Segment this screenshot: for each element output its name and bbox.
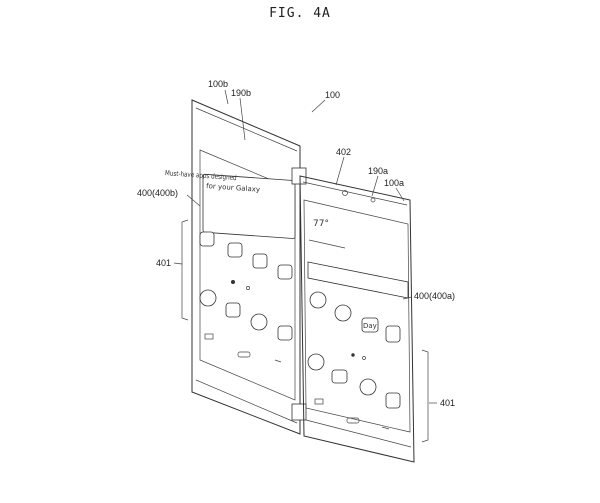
label-device: 100 [325, 90, 340, 100]
left-banner-card [202, 173, 296, 239]
back-key-icon [381, 426, 390, 430]
app-icon [250, 313, 268, 331]
hinge-top [291, 167, 307, 185]
app-icon [309, 291, 327, 309]
phone-icon [307, 353, 325, 371]
search-bar [307, 261, 409, 299]
back-key-icon [274, 359, 282, 363]
page-indicator [351, 353, 355, 357]
recents-key-icon [314, 398, 324, 405]
app-icon [385, 392, 401, 409]
app-icon [199, 231, 215, 247]
label-right-camera: 190a [368, 166, 388, 176]
app-icon [359, 378, 377, 396]
figure-title: FIG. 4A [269, 6, 331, 21]
hinge [291, 167, 307, 421]
app-icon [225, 302, 241, 318]
app-day-label: Day [363, 322, 377, 330]
app-icon [277, 325, 293, 341]
label-right-side: 401 [440, 398, 455, 408]
app-icon [331, 369, 348, 384]
app-icon [334, 304, 352, 322]
left-app-row-1 [199, 231, 293, 280]
label-right-device: 100a [384, 178, 404, 188]
camera-icon [342, 190, 348, 196]
leader-lines [173, 89, 437, 404]
label-right-screen: 400(400a) [414, 291, 455, 301]
day-app-icon [361, 317, 379, 333]
left-banner-line2: for your Galaxy [206, 182, 260, 194]
label-hinge: 402 [336, 147, 351, 157]
label-left-device: 100b [208, 79, 228, 89]
left-banner-line1: Must-have apps designed [165, 170, 237, 183]
sensor-icon [370, 197, 376, 203]
home-key-icon [237, 351, 251, 358]
app-icon [252, 253, 268, 269]
recents-key-icon [204, 333, 214, 340]
side-brackets [181, 219, 429, 443]
hinge-bottom [291, 403, 307, 421]
app-icon [227, 242, 243, 258]
weather-temp: 77° [313, 219, 329, 229]
page-indicator [246, 286, 250, 290]
left-dock-row [199, 289, 293, 341]
label-left-side: 401 [156, 258, 171, 268]
reference-labels: 100b 190b 100 402 190a 100a 400(400b) 40… [137, 79, 455, 408]
right-device: 77° Day [299, 175, 415, 463]
label-left-camera: 190b [231, 88, 251, 98]
phone-icon [199, 289, 217, 307]
left-device: Must-have apps designed for your Galaxy [165, 99, 301, 435]
app-icon [385, 325, 401, 343]
app-icon [277, 264, 293, 280]
page-indicator [231, 280, 235, 284]
page-indicator [362, 356, 366, 360]
label-left-screen: 400(400b) [137, 188, 178, 198]
home-key-icon [346, 417, 360, 424]
